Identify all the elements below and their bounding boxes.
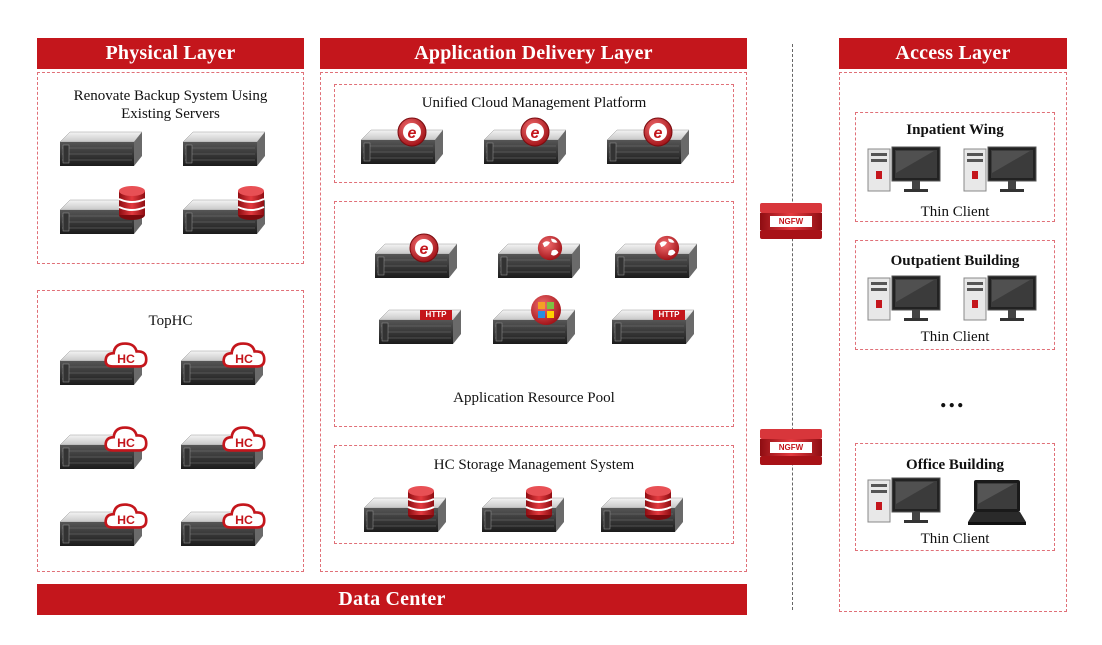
e-browser-icon — [519, 116, 551, 153]
hc-storage-panel — [334, 445, 734, 544]
data-center-footer: Data Center — [37, 584, 747, 615]
http-icon: HTTP — [420, 310, 452, 320]
database-icon — [643, 484, 673, 527]
inpatient-wing-panel — [855, 112, 1055, 222]
e-browser-icon — [408, 232, 440, 269]
tophc-panel — [37, 290, 304, 572]
desktop-pc-icon — [866, 272, 944, 328]
hc-cloud-icon — [222, 424, 266, 459]
database-icon — [524, 484, 554, 527]
server-icon — [179, 128, 265, 168]
desktop-pc-icon — [866, 474, 944, 530]
hc-storage-title: HC Storage Management System — [433, 457, 635, 473]
hc-cloud-icon — [222, 501, 266, 536]
thin-client-label: Thin Client — [920, 204, 990, 220]
access-layer-panel — [839, 72, 1067, 612]
office-building-panel — [855, 443, 1055, 551]
ucmp-title: Unified Cloud Management Platform — [421, 95, 647, 111]
desktop-pc-icon — [962, 143, 1040, 199]
firewall-label: NGFW — [778, 443, 804, 452]
hc-cloud-icon — [104, 340, 148, 375]
hc-cloud-icon — [104, 424, 148, 459]
resource-pool-title: Application Resource Pool — [453, 390, 615, 406]
e-browser-icon — [642, 116, 674, 153]
physical-layer-header: Physical Layer — [37, 38, 304, 69]
thin-client-label: Thin Client — [920, 531, 990, 547]
app-delivery-layer-header: Application Delivery Layer — [320, 38, 747, 69]
thin-client-label: Thin Client — [920, 329, 990, 345]
database-icon — [117, 184, 147, 227]
group-title: Outpatient Building — [890, 253, 1020, 269]
network-divider — [792, 44, 793, 610]
resource-pool-panel — [334, 201, 734, 427]
firewall-label: NGFW — [778, 217, 804, 226]
desktop-pc-icon — [866, 143, 944, 199]
globe-icon — [653, 234, 681, 267]
ucmp-panel — [334, 84, 734, 183]
backup-system-panel — [37, 72, 304, 264]
desktop-pc-icon — [962, 272, 1040, 328]
app-delivery-panel — [320, 72, 747, 572]
database-icon — [406, 484, 436, 527]
access-layer-header: Access Layer — [839, 38, 1067, 69]
http-icon: HTTP — [653, 310, 685, 320]
firewall-icon: NGFW — [758, 200, 824, 242]
outpatient-building-panel — [855, 240, 1055, 350]
firewall-icon: NGFW — [758, 426, 824, 468]
database-icon — [236, 184, 266, 227]
tophc-title: TopHC — [148, 313, 193, 329]
backup-system-title: Renovate Backup System Using Existing Se… — [73, 88, 268, 122]
laptop-icon — [966, 478, 1026, 528]
hc-cloud-icon — [104, 501, 148, 536]
e-browser-icon — [396, 116, 428, 153]
server-icon — [56, 128, 142, 168]
group-title: Inpatient Wing — [906, 122, 1004, 138]
more-groups-ellipsis: ... — [940, 384, 966, 413]
group-title: Office Building — [906, 457, 1004, 473]
hc-cloud-icon — [222, 340, 266, 375]
windows-icon — [530, 294, 562, 331]
globe-icon — [536, 234, 564, 267]
